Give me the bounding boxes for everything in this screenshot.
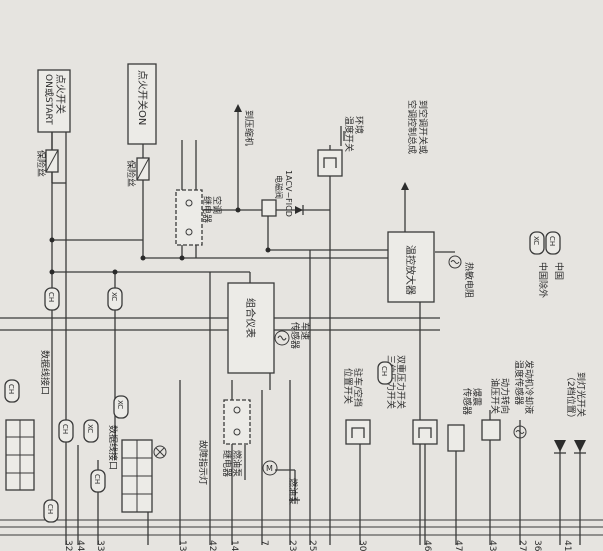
light-switch-label-2: （2档位置） (565, 372, 577, 423)
ignition-on-box: 点火开关ON (127, 63, 157, 145)
to-compressor: 到压缩机 (234, 104, 255, 146)
pin-number: 32 (63, 540, 73, 551)
pin-number: 25 (307, 540, 317, 551)
speed-sensor-label-2: 传感器 (289, 322, 301, 349)
fuel-pump-label: 燃油泵 (287, 478, 299, 505)
ignition-start-label-2: ON或START (43, 74, 55, 125)
badge-ch-6: CH (380, 366, 388, 376)
badge-ch-4: CH (46, 504, 54, 514)
check-engine-label: 故障指示灯 (197, 440, 209, 485)
pump-relay-label-2: 继电器 (221, 450, 233, 477)
legend-xc-label: 中国除外 (537, 262, 549, 298)
acv-ficd-label-2: 电磁阀 (274, 175, 284, 199)
ps-switch-label-2: 油压开关 (489, 378, 501, 414)
ac-relay: 空调 继电器 (175, 189, 223, 246)
pin-number: 27 (517, 540, 527, 551)
badge-xc-1: XC (110, 292, 118, 301)
badge-ch-1: CH (47, 292, 55, 302)
pin-number: 33 (95, 540, 105, 551)
legend-ch-badge: CH (548, 236, 556, 246)
park-switch-label-2: 位置开关 (342, 368, 354, 404)
acv-ficd-solenoid: 1ACV−FICD 电磁阀 (261, 170, 293, 217)
ground-symbols (290, 126, 345, 501)
badge-ch-5: CH (7, 384, 15, 394)
pin-number: 47 (453, 540, 463, 551)
fuel-pump-motor: M 燃油泵 (262, 460, 299, 505)
pin-number: 13 (177, 540, 187, 551)
circuit-badges: CH XC CH XC CH CH CH XC CH (4, 287, 393, 523)
combo-meter-label: 组合仪表 (244, 298, 257, 338)
ps-switch-label-1: 动力转向 (499, 378, 511, 414)
light-switch-label-1: 到灯光开关 (575, 372, 587, 417)
pin-number: 7 (259, 540, 269, 546)
fuel-pump-relay: 燃油泵 继电器 (221, 399, 251, 477)
park-neutral-switch: 驻车/空挡 位置开关 (342, 368, 371, 445)
ac-signal-label-2: 空调控制总成 (406, 100, 418, 154)
light-switch-diodes: 到灯光开关 （2档位置） (554, 372, 587, 454)
thermistor: 热敏电阻 (448, 255, 475, 298)
ac-relay-label-1: 空调 (211, 196, 223, 214)
coolant-sensor: 发动机冷却液 温度传感器 (513, 360, 535, 439)
pin-number: 41 (562, 540, 572, 551)
legend: CH 中国 XC 中国除外 (529, 231, 565, 298)
to-compressor-label: 到压缩机 (243, 110, 255, 146)
badge-xc-3: XC (116, 400, 124, 409)
dual-pressure-label: 双重压力开关 (395, 355, 407, 409)
pump-relay-label-1: 燃油泵 (231, 450, 243, 477)
pin-number: 46 (422, 540, 432, 551)
amplifier-label: 温控放大器 (404, 245, 417, 295)
knock-sensor-label-1: 爆震 (471, 388, 483, 406)
motor-m-letter: M (266, 464, 273, 473)
acv-ficd-label-1: 1ACV−FICD (284, 170, 293, 217)
knock-sensor: 爆震 传感器 (447, 388, 483, 452)
ignition-start-label-1: 点火开关 (54, 74, 67, 114)
pin-number: 14 (229, 540, 239, 551)
legend-xc-badge: XC (532, 236, 540, 245)
fuse-label: 保险丝 (35, 150, 47, 177)
check-engine-lamp: 故障指示灯 (153, 440, 209, 485)
speed-sensor-label-1: 车速 (299, 322, 311, 340)
ambient-temp-label-2: 温度开关 (343, 116, 355, 152)
ac-relay-label-2: 继电器 (201, 196, 213, 223)
knock-sensor-label-2: 传感器 (461, 388, 473, 415)
legend-ch-label: 中国 (553, 262, 565, 280)
power-steering-switch: 动力转向 油压开关 (481, 378, 511, 441)
dlc1-label: 数据线接口 (39, 350, 51, 395)
ignition-start-box: 点火开关 ON或START (37, 69, 71, 133)
pin-number: 44 (75, 540, 85, 551)
fuse-symbol-2: 保险丝 (125, 157, 150, 187)
fuse-symbol: 保险丝 (35, 149, 59, 177)
badge-ch-3: CH (93, 474, 101, 484)
badge-ch-2: CH (61, 424, 69, 434)
coolant-sensor-label-2: 温度传感器 (513, 360, 525, 405)
combo-meter-box: 组合仪表 (227, 282, 275, 374)
diode-symbol (295, 205, 304, 215)
pin-number: 30 (357, 540, 367, 551)
ignition-on-label: 点火开关ON (136, 70, 149, 125)
ac-signal-label-1: 到空调开关或 (417, 100, 429, 154)
data-link-connector-1: 数据线接口 (5, 350, 51, 491)
ambient-temp-label-1: 环境 (353, 116, 365, 134)
coolant-sensor-label-1: 发动机冷却液 (523, 360, 535, 414)
pin-number: 23 (287, 540, 297, 551)
data-link-connector-2: 数据线接口 (107, 425, 153, 513)
fuse-label-2: 保险丝 (125, 160, 137, 187)
dlc2-label: 数据线接口 (107, 425, 119, 470)
junction-dots (49, 207, 271, 275)
park-switch-label-1: 驻车/空挡 (352, 368, 364, 407)
speed-sensor: 车速 传感器 (274, 322, 311, 349)
pin-number: 43 (487, 540, 497, 551)
thermistor-label: 热敏电阻 (463, 262, 475, 298)
badge-xc-2: XC (86, 424, 94, 433)
ambient-temp-switch: 环境 温度开关 (317, 116, 365, 177)
pin-number: 36 (532, 540, 542, 551)
amplifier-box: 温控放大器 (387, 231, 435, 303)
pin-number: 42 (207, 540, 217, 551)
ac-control-signal: 到空调开关或 空调控制总成 (401, 100, 429, 190)
